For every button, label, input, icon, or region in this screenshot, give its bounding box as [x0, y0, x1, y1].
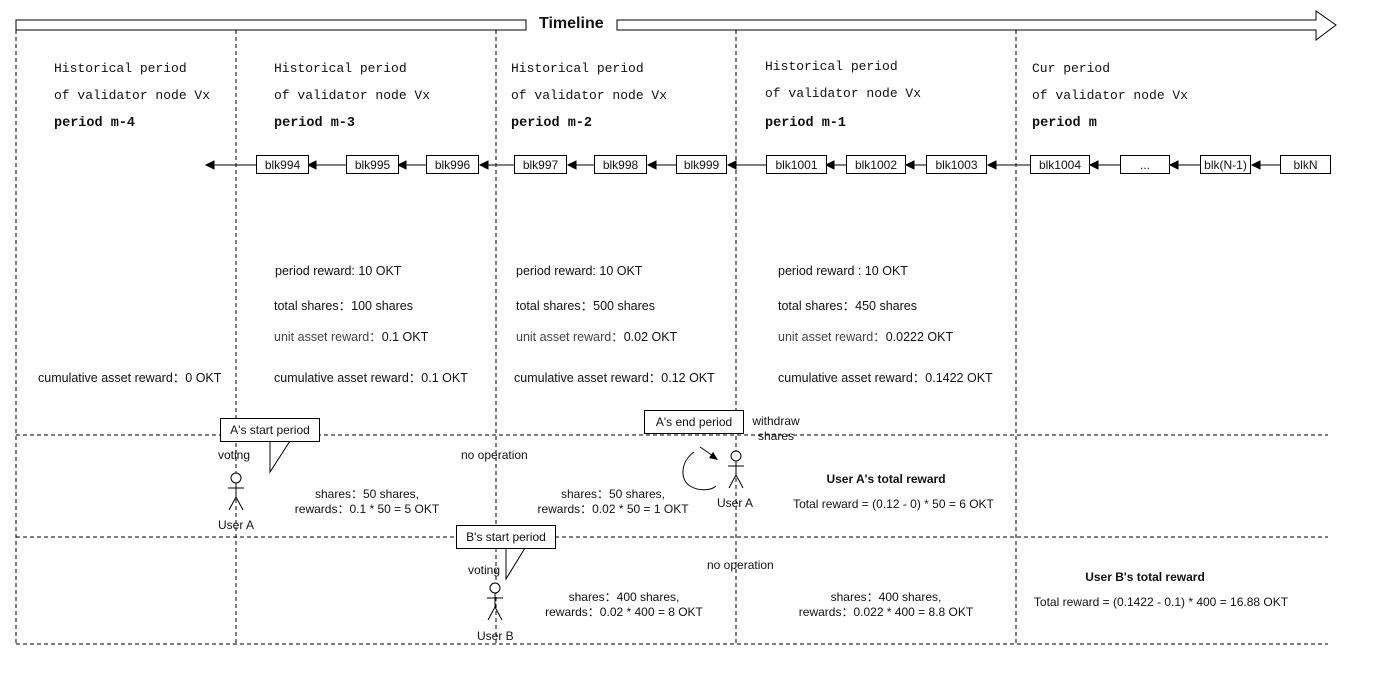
period-1-label: period m-3	[274, 116, 356, 131]
user-a-end-figure	[728, 450, 744, 489]
a-start-callout: A's start period	[220, 418, 320, 442]
period-reward: period reward: 10 OKT	[516, 264, 643, 278]
block: blk1004	[1030, 155, 1090, 174]
user-a-label: User A	[218, 518, 255, 532]
b-rewards-2: rewards：0.022 * 400 = 8.8 OKT	[798, 605, 974, 619]
unit-reward-value: 0.1 OKT	[381, 330, 429, 344]
timeline-bar-left	[15, 19, 527, 31]
block: blk999	[676, 155, 727, 174]
period-0-line1: Historical period	[54, 61, 187, 76]
unit-reward-label: unit asset reward：	[778, 330, 886, 344]
b-rewards-1: rewards：0.02 * 400 = 8 OKT	[545, 605, 703, 619]
period-3-line2: of validator node Vx	[765, 86, 922, 101]
b-start-callout: B's start period	[456, 525, 556, 549]
period-reward: period reward: 10 OKT	[275, 264, 402, 278]
timeline-title: Timeline	[539, 15, 604, 32]
b-shares-2: shares：400 shares,	[830, 590, 942, 604]
a-total-title: User A's total reward	[826, 472, 946, 486]
user-a-end-label: User A	[717, 496, 754, 510]
block: blk997	[514, 155, 567, 174]
cumulative-reward-first: cumulative asset reward：0 OKT	[38, 371, 222, 385]
user-a-figure	[228, 472, 244, 511]
block: blk1002	[846, 155, 906, 174]
timeline-arrow	[616, 10, 1337, 41]
period-1-line2: of validator node Vx	[274, 88, 431, 103]
unit-reward-value: 0.02 OKT	[623, 330, 678, 344]
unit-reward-label: unit asset reward：	[516, 330, 624, 344]
b-voting-label: voting	[468, 563, 501, 577]
period-0-label: period m-4	[54, 116, 136, 131]
total-shares: total shares：100 shares	[274, 299, 413, 313]
a-shares-2: shares：50 shares,	[560, 487, 666, 501]
a-no-operation: no operation	[461, 448, 528, 462]
block: ...	[1120, 155, 1170, 174]
cumulative-reward: cumulative asset reward：0.1422 OKT	[778, 371, 993, 385]
unit-reward-label: unit asset reward：	[274, 330, 382, 344]
period-2-line1: Historical period	[511, 61, 644, 76]
callout-tail-b-start	[505, 547, 526, 581]
withdraw-label: withdraw	[752, 414, 800, 428]
a-rewards-1: rewards：0.1 * 50 = 5 OKT	[294, 502, 440, 516]
a-total-formula: Total reward = (0.12 - 0) * 50 = 6 OKT	[793, 497, 994, 511]
b-shares-1: shares：400 shares,	[568, 590, 680, 604]
period-0-line2: of validator node Vx	[54, 88, 211, 103]
a-shares-1: shares：50 shares,	[314, 487, 420, 501]
block: blk1001	[766, 155, 827, 174]
a-rewards-2: rewards：0.02 * 50 = 1 OKT	[537, 502, 689, 516]
b-no-operation: no operation	[707, 558, 774, 572]
b-total-formula: Total reward = (0.1422 - 0.1) * 400 = 16…	[1033, 595, 1289, 609]
total-shares: total shares：500 shares	[516, 299, 655, 313]
block: blkN	[1280, 155, 1331, 174]
cumulative-reward: cumulative asset reward：0.12 OKT	[514, 371, 715, 385]
block: blk995	[346, 155, 399, 174]
period-3-label: period m-1	[765, 116, 847, 131]
period-2-label: period m-2	[511, 116, 593, 131]
callout-tail-a-start	[269, 440, 291, 474]
period-4-label: period m	[1032, 116, 1097, 131]
user-b-label: User B	[477, 629, 514, 643]
withdraw-label-2: shares	[757, 429, 795, 443]
block: blk(N-1)	[1200, 155, 1251, 174]
block: blk994	[256, 155, 309, 174]
block: blk998	[594, 155, 647, 174]
block: blk1003	[926, 155, 987, 174]
period-reward: period reward : 10 OKT	[778, 264, 908, 278]
period-4-line1: Cur period	[1032, 61, 1111, 76]
b-total-title: User B's total reward	[1085, 570, 1205, 584]
a-voting-label: voting	[218, 448, 251, 462]
period-2-line2: of validator node Vx	[511, 88, 668, 103]
block: blk996	[426, 155, 479, 174]
cumulative-reward: cumulative asset reward：0.1 OKT	[274, 371, 468, 385]
period-4-line2: of validator node Vx	[1032, 88, 1189, 103]
period-1-line1: Historical period	[274, 61, 407, 76]
period-3-line1: Historical period	[765, 59, 898, 74]
withdraw-curve	[682, 451, 717, 491]
unit-reward-value: 0.0222 OKT	[885, 330, 954, 344]
user-b-figure	[487, 582, 503, 621]
total-shares: total shares：450 shares	[778, 299, 917, 313]
a-end-callout: A's end period	[644, 410, 744, 434]
